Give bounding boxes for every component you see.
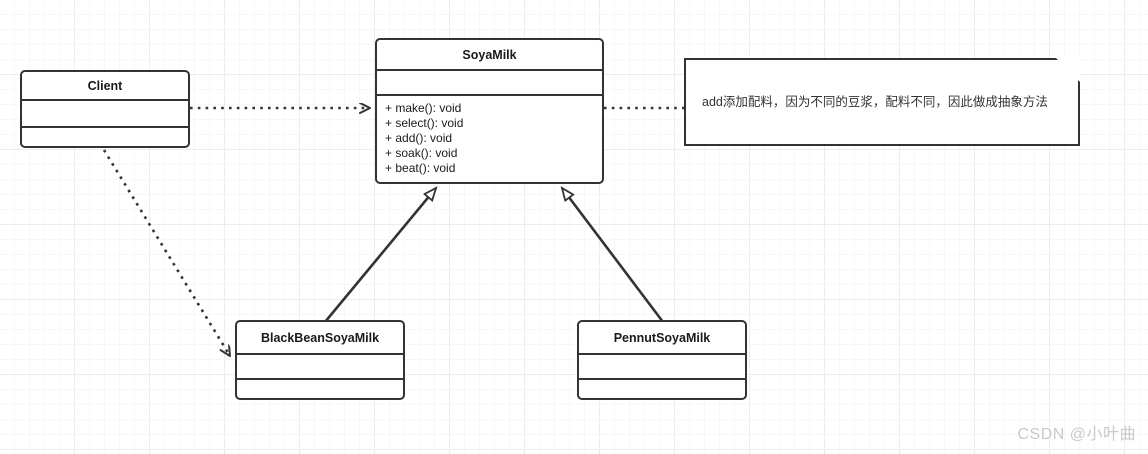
note-fold-inner-icon: [1056, 58, 1080, 82]
method-select: + select(): void: [385, 115, 464, 130]
note-text: add添加配料，因为不同的豆浆，配料不同，因此做成抽象方法: [702, 95, 1048, 109]
watermark: CSDN @小叶曲: [1017, 426, 1136, 443]
class-box-pennutsoyamilk[interactable]: PennutSoyaMilk: [577, 320, 747, 400]
edge-blackbean-to-soyamilk: [323, 188, 436, 323]
class-box-blackbeansoyamilk[interactable]: BlackBeanSoyaMilk: [235, 320, 405, 400]
method-make: + make(): void: [385, 100, 462, 115]
class-attributes-pennutsoyamilk: [579, 355, 745, 380]
class-attributes-blackbeansoyamilk: [237, 355, 403, 380]
method-soak: + soak(): void: [385, 145, 458, 160]
class-methods-soyamilk: + make(): void + select(): void + add():…: [377, 96, 602, 183]
note-box[interactable]: add添加配料，因为不同的豆浆，配料不同，因此做成抽象方法: [684, 58, 1080, 146]
class-box-soyamilk[interactable]: SoyaMilk + make(): void + select(): void…: [375, 38, 604, 184]
method-add: + add(): void: [385, 130, 453, 145]
class-title-soyamilk: SoyaMilk: [377, 40, 602, 72]
class-attributes-client: [22, 101, 188, 129]
edge-client-to-blackbean: [102, 149, 232, 356]
class-title-pennutsoyamilk: PennutSoyaMilk: [579, 322, 745, 355]
class-attributes-soyamilk: [377, 71, 602, 96]
method-beat: + beat(): void: [385, 160, 456, 175]
class-methods-pennutsoyamilk: [579, 380, 745, 398]
edge-pennut-to-soyamilk: [562, 188, 665, 323]
class-box-client[interactable]: Client: [20, 70, 190, 148]
class-methods-client: [22, 128, 188, 146]
class-title-client: Client: [22, 72, 188, 102]
class-title-blackbeansoyamilk: BlackBeanSoyaMilk: [237, 322, 403, 355]
class-methods-blackbeansoyamilk: [237, 380, 403, 398]
